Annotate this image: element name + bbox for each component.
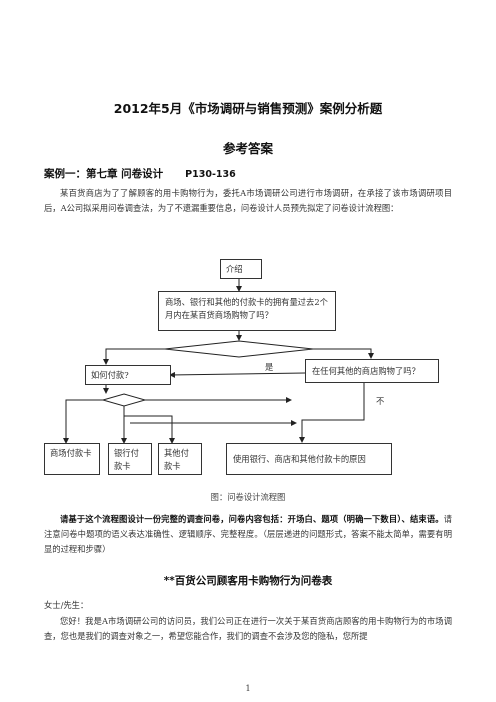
survey-greeting: 女士/先生： xyxy=(44,600,89,610)
flow-intro-box: 介绍 xyxy=(220,259,262,279)
arrow-no xyxy=(299,383,365,443)
flow-other-store-box: 在任何其他的商店购物了吗？ xyxy=(305,359,439,383)
flow-reasons-box: 使用银行、商店和其他付款卡的原因 xyxy=(226,443,392,475)
page-number: 1 xyxy=(245,684,251,693)
flow-bank-card-box: 银行付款卡 xyxy=(108,443,152,475)
decision-diamond-2 xyxy=(101,393,147,407)
flow-how-pay-box: 如何付款? xyxy=(85,365,171,385)
survey-title: **百货公司顾客用卡购物行为问卷表 xyxy=(163,575,333,587)
case-heading-text: 案例一：第七章 问卷设计 xyxy=(44,168,164,180)
flow-no-label: 不 xyxy=(376,396,385,406)
arrow-to-how-pay xyxy=(103,348,165,365)
flow-question1-box: 商场、银行和其他的付款卡的拥有量过去2个月内在某百货商场购物了吗？ xyxy=(158,291,336,331)
instruction-normal: 请注意问卷中题项的语义表达准确性、逻辑顺序、完整程度。（层层递进的问题形式，答案… xyxy=(44,514,452,554)
flow-yes-label: 是 xyxy=(265,362,274,372)
case-page-range: P130-136 xyxy=(185,169,236,180)
intro-paragraph: 某百货商店为了了解顾客的用卡购物行为，委托A市场调研公司进行市场调研，在承接了该… xyxy=(44,188,452,213)
arrow-to-other-card xyxy=(123,406,175,444)
arrow-yes xyxy=(169,371,306,378)
document-title: 2012年5月《市场调研与销售预测》案例分析题 xyxy=(113,101,383,116)
instruction-paragraph: 请基于这个流程图设计一份完整的调查问卷，问卷内容包括：开场白、题项（明确一下数目… xyxy=(44,512,452,557)
answer-subtitle: 参考答案 xyxy=(222,141,273,156)
arrow-to-other-store xyxy=(313,348,374,359)
flow-store-card-box: 商场付款卡 xyxy=(44,443,100,475)
case-heading: 案例一：第七章 问卷设计 P130-136 xyxy=(44,166,236,181)
figure-caption: 图：问卷设计流程图 xyxy=(210,492,286,502)
instruction-bold: 请基于这个流程图设计一份完整的调查问卷，问卷内容包括：开场白、题项（明确一下数目… xyxy=(60,514,444,524)
survey-intro: 您好！我是A市场调研公司的访问员，我们公司正在进行一次关于某百货商店顾客的用卡购… xyxy=(44,616,452,641)
decision-diamond-1 xyxy=(164,340,314,358)
arrow-to-store-card xyxy=(63,399,103,444)
flow-other-card-box: 其他付款卡 xyxy=(158,443,202,475)
